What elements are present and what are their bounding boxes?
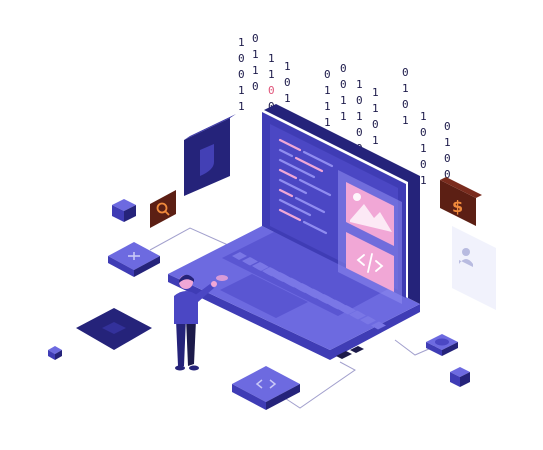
- binary-digit: 0: [402, 98, 409, 111]
- keyboard-key: [371, 321, 386, 330]
- binary-digit: 1: [324, 84, 331, 97]
- binary-digit: 1: [444, 136, 451, 149]
- binary-digit: 1: [284, 92, 291, 105]
- binary-digits: 1001101101100101100111001110100110101011…: [238, 32, 451, 187]
- binary-digit: 1: [252, 48, 259, 61]
- user-icon: [459, 248, 473, 267]
- binary-digit: 0: [420, 126, 427, 139]
- binary-digit: 1: [340, 110, 347, 123]
- binary-digit: 1: [268, 68, 275, 81]
- dark-diamond-tile: [76, 308, 152, 350]
- keyboard-key: [360, 316, 375, 324]
- touch-glow: [216, 275, 228, 281]
- image-card: [346, 182, 394, 246]
- shield-icon: [200, 144, 214, 176]
- svg-text:$: $: [452, 197, 463, 216]
- binary-digit: 1: [420, 174, 427, 187]
- keyboard-key: [316, 294, 331, 302]
- binary-digit: 0: [356, 94, 363, 107]
- code-card: [346, 232, 394, 292]
- keyboard-key: [327, 299, 342, 308]
- dollar-icon: $: [452, 197, 463, 216]
- binary-digit: 1: [402, 82, 409, 95]
- binary-digit: 0: [238, 52, 245, 65]
- keyboard-key: [272, 272, 287, 280]
- cube-tiny-bottom-left: [48, 346, 62, 360]
- keyboard-key: [283, 277, 298, 286]
- user-panel: [452, 226, 496, 310]
- binary-digit: 0: [420, 158, 427, 171]
- binary-digit: 1: [420, 142, 427, 155]
- keyboard-key: [294, 283, 309, 291]
- round-tile-right: [426, 334, 458, 356]
- binary-digit: 0: [324, 68, 331, 81]
- keyboard-key: [242, 257, 257, 265]
- binary-digit: 1: [420, 110, 427, 123]
- keyboard-key: [338, 305, 353, 313]
- keyboard-key: [252, 262, 267, 270]
- binary-digit: 1: [284, 60, 291, 73]
- plus-tile: [108, 242, 160, 277]
- magnifier-icon: [156, 202, 170, 216]
- binary-digit: 1: [252, 64, 259, 77]
- binary-digit: 0: [268, 84, 275, 97]
- binary-digit: 0: [444, 168, 451, 181]
- floating-shield-tile: [184, 114, 236, 196]
- binary-digit: 0: [356, 126, 363, 139]
- binary-digit: 1: [340, 94, 347, 107]
- binary-digit: 0: [284, 76, 291, 89]
- holo-panel: [338, 170, 402, 304]
- binary-digit: 1: [238, 84, 245, 97]
- code-tile-bottom: [232, 366, 300, 410]
- binary-digit: 1: [268, 52, 275, 65]
- cube-small-top-left: [112, 199, 136, 222]
- binary-digit: 0: [340, 78, 347, 91]
- binary-digit: 1: [372, 102, 379, 115]
- cube-small-right: [450, 367, 470, 387]
- binary-digit: 0: [402, 66, 409, 79]
- keyboard-key: [349, 310, 364, 319]
- binary-digit: 1: [356, 110, 363, 123]
- binary-digit: 0: [252, 80, 259, 93]
- binary-digit: 1: [238, 100, 245, 113]
- laptop-ports: [336, 346, 364, 359]
- code-arrows-icon: [255, 379, 277, 389]
- binary-digit: 1: [372, 134, 379, 147]
- binary-digit: 0: [252, 32, 259, 45]
- binary-digit: 0: [340, 62, 347, 75]
- code-lines: [278, 138, 334, 235]
- binary-digit: 0: [444, 120, 451, 133]
- code-brackets-icon: [356, 253, 384, 273]
- keyboard-keys: [232, 252, 386, 330]
- binary-digit: 0: [238, 68, 245, 81]
- binary-digit: 1: [324, 116, 331, 129]
- search-card: [150, 190, 176, 228]
- binary-digit: 1: [402, 114, 409, 127]
- binary-digit: 1: [372, 86, 379, 99]
- binary-digit: 1: [324, 100, 331, 113]
- person-figure: [174, 274, 217, 371]
- binary-digit: 1: [356, 78, 363, 91]
- binary-digit: 1: [238, 36, 245, 49]
- plus-icon: [128, 252, 140, 260]
- keyboard-key: [305, 288, 320, 297]
- binary-digit: 0: [444, 152, 451, 165]
- keyboard-key: [262, 267, 277, 275]
- keyboard-key: [232, 252, 247, 260]
- dollar-card: $: [440, 177, 482, 226]
- binary-digit: 0: [372, 118, 379, 131]
